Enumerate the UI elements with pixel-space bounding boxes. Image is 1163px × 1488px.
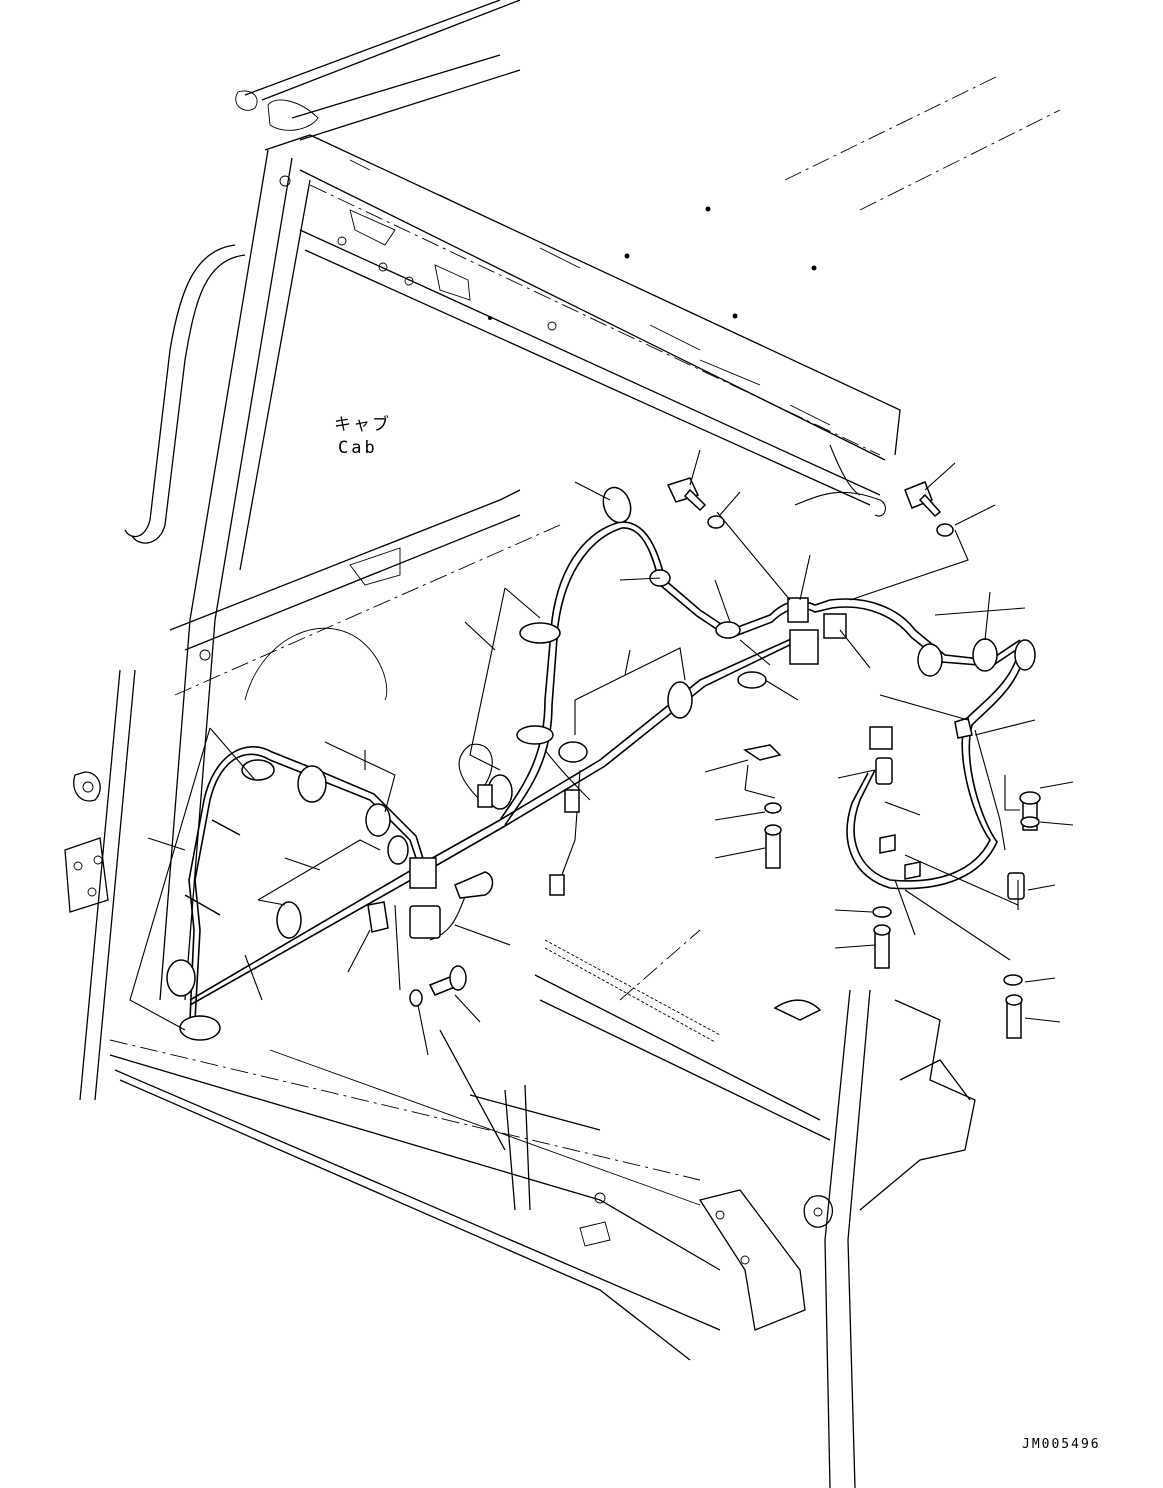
cab-frame (64, 0, 1061, 1488)
harness-clamps (166, 486, 1036, 1041)
fasteners (409, 477, 1041, 1039)
cab-label-japanese: キャブ (334, 415, 391, 435)
cab-label-english: Cab (338, 438, 378, 458)
wire-harness (188, 444, 1026, 1021)
drawing-id: JM005496 (1022, 1437, 1101, 1452)
leader-lines (129, 449, 1074, 1056)
